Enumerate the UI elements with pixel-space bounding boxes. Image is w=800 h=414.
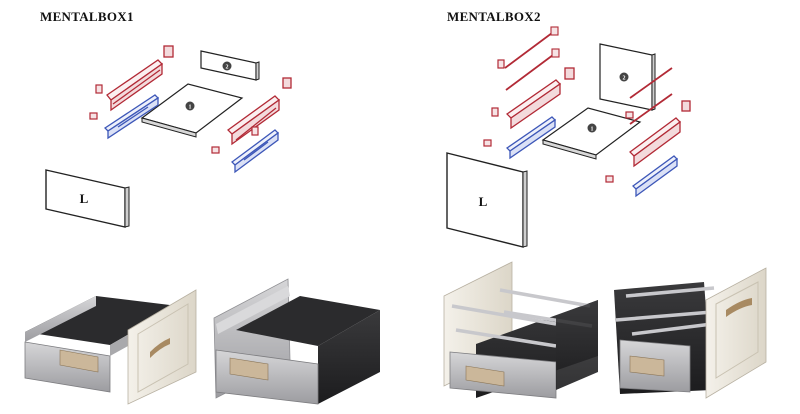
mentalbox1-exploded-view: 1 2 [45,45,292,228]
bottom-panel-number-b: 1 [591,127,594,133]
runner-left-b [505,116,557,160]
back-panel-2: 2 [200,50,260,81]
side-rail-right-b [629,100,691,168]
gallery-rods-left [504,26,560,91]
bottom-panel-1-b: 1 [541,107,642,160]
diagram-title-mentalbox1: MENTALBOX1 [40,9,134,24]
bottom-panel-number: 1 [189,105,192,111]
drawer-render-3 [443,261,598,399]
back-panel-number: 2 [226,65,229,71]
back-panel-2-b: 2 [599,43,656,111]
drawer-render-1 [24,289,197,405]
back-panel-number-b: 2 [623,76,626,82]
gallery-rods-right [629,67,673,125]
front-panel-label-b: L [479,194,488,209]
side-rail-right [227,77,292,146]
mentalbox2-exploded-view: 1 2 [446,26,691,248]
runner-right-b [632,155,678,198]
side-rail-left [106,45,174,112]
runner-left [103,94,160,140]
runner-right [231,129,279,174]
side-rail-left-b [505,67,575,130]
front-panel-l-b: L [446,152,528,248]
drawer-render-4 [614,267,767,399]
front-panel-label: L [80,191,89,206]
fittings-b [483,59,634,183]
front-panel-l: L [45,169,130,228]
drawer-render-2 [213,278,380,405]
diagram-title-mentalbox2: MENTALBOX2 [447,9,541,24]
fittings [89,84,259,154]
bottom-panel-1: 1 [140,83,244,138]
